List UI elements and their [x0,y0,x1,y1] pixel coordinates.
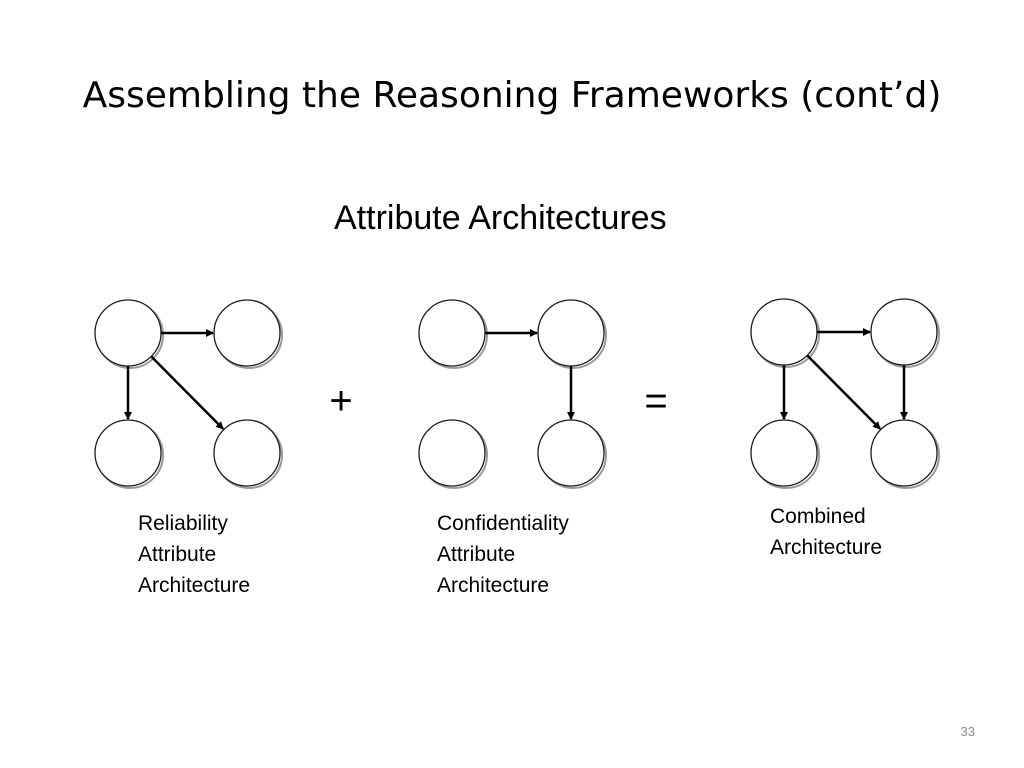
edge-top-left-to-bottom-right [806,354,881,430]
node-top-left [750,298,818,366]
diagram-subtitle: Attribute Architectures [334,199,667,237]
slide-title: Assembling the Reasoning Frameworks (con… [82,75,942,116]
node-bottom-right [213,419,281,487]
combined-architecture-label: Combined Architecture [770,505,883,559]
node-bottom-right [870,419,938,487]
edge-top-left-to-bottom-right [150,355,224,430]
confidentiality-architecture-label: Confidentiality Attribute Architecture [437,512,569,597]
node-top-right [213,299,281,367]
node-top-left [94,299,162,367]
page-number: 33 [960,724,975,739]
reliability-architecture-label: Reliability Attribute Architecture [138,512,251,597]
node-top-right [537,299,605,367]
plus-operator: + [329,379,352,423]
node-bottom-left [94,419,162,487]
equals-operator: = [644,379,667,423]
node-top-left [418,299,486,367]
node-bottom-left [750,419,818,487]
node-bottom-right [537,419,605,487]
confidentiality-graph [418,299,607,489]
node-top-right [870,298,938,366]
reliability-graph [94,299,283,489]
node-bottom-left [418,419,486,487]
combined-graph [750,298,940,489]
